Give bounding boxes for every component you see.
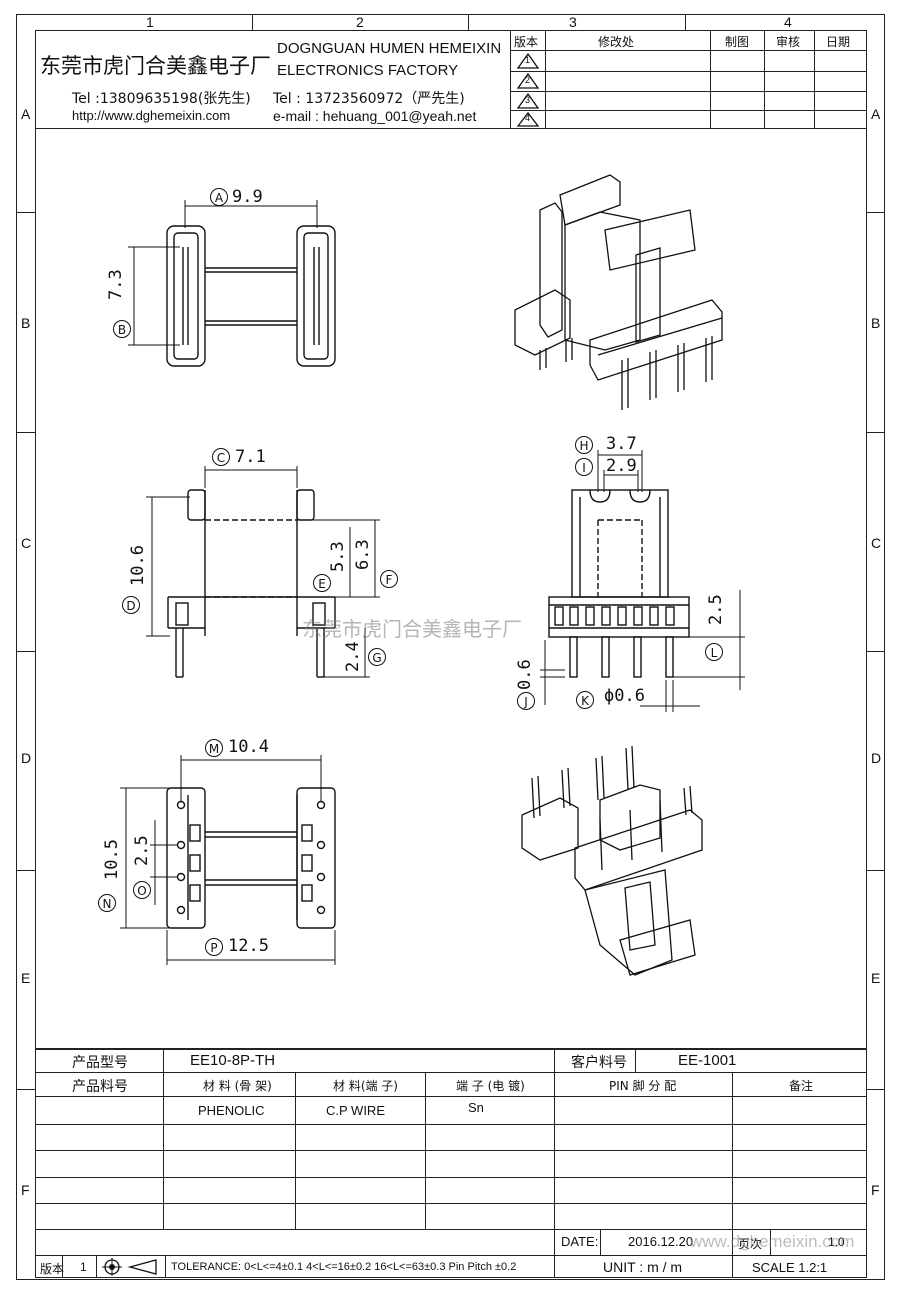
page-label: 页次 — [738, 1237, 763, 1251]
technical-drawing — [120, 174, 745, 976]
terminal-value: Sn — [468, 1100, 484, 1115]
material-pin-label: 材 料(端 子) — [333, 1079, 398, 1093]
rev-header-drawn: 制图 — [725, 35, 750, 49]
watermark-company: 东莞市虎门合美鑫电子厂 — [302, 617, 522, 641]
unit-label: UNIT : m / m — [603, 1259, 683, 1275]
dim-c-value: 7.1 — [235, 447, 266, 467]
grid-col-4: 4 — [784, 14, 792, 30]
grid-row-d-right: D — [871, 750, 882, 766]
tolerance-note: TOLERANCE: 0<L<=4±0.1 4<L<=16±0.2 16<L<=… — [171, 1261, 517, 1273]
grid-col-3: 3 — [569, 14, 577, 30]
grid-row-f-left: F — [21, 1182, 30, 1198]
view-front — [146, 466, 380, 678]
footer-version-label: 版本 — [40, 1262, 65, 1276]
dim-e-value: 5.3 — [328, 541, 348, 572]
dim-marker-e: E — [313, 574, 331, 592]
dim-k-value: ϕ0.6 — [604, 686, 645, 706]
rev-header-date: 日期 — [826, 35, 851, 49]
dim-marker-f: F — [380, 570, 398, 588]
customer-part-label: 客户料号 — [571, 1055, 627, 1071]
material-pin-value: C.P WIRE — [326, 1103, 385, 1118]
dim-marker-n: N — [98, 894, 116, 912]
rev-header-check: 审核 — [776, 35, 801, 49]
dim-g-value: 2.4 — [343, 641, 363, 672]
dim-b-value: 7.3 — [106, 269, 126, 300]
dim-marker-h: H — [575, 436, 593, 454]
isometric-view-bottom — [521, 745, 703, 976]
grid-col-1: 1 — [146, 14, 154, 30]
grid-row-b-left: B — [21, 315, 31, 331]
dim-p-value: 12.5 — [228, 936, 269, 956]
customer-part-value: EE-1001 — [678, 1052, 737, 1069]
grid-row-d-left: D — [21, 750, 32, 766]
dim-marker-i: I — [575, 458, 593, 476]
dim-marker-g: G — [368, 648, 386, 666]
rev-row-1: 1 — [525, 55, 531, 65]
website-link[interactable]: http://www.dghemeixin.com — [72, 108, 231, 123]
dim-marker-m: M — [205, 739, 223, 757]
pin-config-label: PIN 脚 分 配 — [609, 1079, 677, 1093]
material-bobbin-label: 材 料 (骨 架) — [203, 1079, 272, 1093]
dim-f-value: 6.3 — [353, 539, 373, 570]
view-bottom — [120, 755, 336, 965]
dim-m-value: 10.4 — [228, 737, 269, 757]
dim-a-value: 9.9 — [232, 187, 263, 207]
dim-marker-p: P — [205, 938, 223, 956]
dim-j-value: 0.6 — [515, 659, 535, 690]
projection-symbol-icon — [102, 1258, 157, 1276]
rev-row-3: 3 — [525, 95, 531, 105]
isometric-view-top — [514, 174, 723, 410]
grid-row-e-left: E — [21, 970, 31, 986]
part-no-label: 产品料号 — [72, 1079, 128, 1095]
revision-triangles — [516, 52, 540, 127]
rev-row-4: 4 — [525, 113, 531, 123]
dim-d-value: 10.6 — [128, 545, 148, 586]
outer-frame — [16, 14, 885, 1280]
dim-marker-o: O — [133, 881, 151, 899]
grid-row-c-right: C — [871, 535, 882, 551]
watermark-url: www.dghemeixin.com — [690, 1232, 855, 1251]
dim-marker-b: B — [113, 320, 131, 338]
company-name-en-2: ELECTRONICS FACTORY — [277, 62, 459, 79]
page-value: 1.0 — [828, 1235, 845, 1249]
dim-marker-c: C — [212, 448, 230, 466]
rev-header-version: 版本 — [514, 35, 539, 49]
dim-marker-d: D — [122, 596, 140, 614]
date-label: DATE: — [561, 1234, 599, 1249]
view-top — [128, 200, 336, 367]
date-value: 2016.12.20 — [628, 1234, 694, 1249]
footer-version-value: 1 — [80, 1260, 87, 1274]
tel-1: Tel :13809635198(张先生) — [72, 91, 251, 107]
dim-l-value: 2.5 — [706, 594, 726, 625]
grid-row-a-right: A — [871, 106, 881, 122]
dim-marker-l: L — [705, 643, 723, 661]
rev-row-2: 2 — [525, 75, 531, 85]
remark-label: 备注 — [789, 1079, 814, 1093]
grid-row-c-left: C — [21, 535, 32, 551]
model-value: EE10-8P-TH — [190, 1052, 276, 1069]
dim-h-value: 3.7 — [606, 434, 637, 454]
view-side — [540, 450, 745, 712]
scale-label: SCALE 1.2:1 — [752, 1260, 828, 1275]
dim-n-value: 10.5 — [102, 839, 122, 880]
grid-row-e-right: E — [871, 970, 881, 986]
dim-marker-a: A — [210, 188, 228, 206]
terminal-label: 端 子 (电 镀) — [456, 1079, 525, 1093]
grid-row-b-right: B — [871, 315, 881, 331]
company-name-cn: 东莞市虎门合美鑫电子厂 — [40, 54, 271, 78]
model-label: 产品型号 — [72, 1055, 128, 1071]
tel-2: Tel : 13723560972（严先生) — [273, 91, 465, 107]
grid-row-a-left: A — [21, 106, 31, 122]
material-bobbin-value: PHENOLIC — [198, 1103, 265, 1118]
dim-o-value: 2.5 — [132, 835, 152, 866]
email-link[interactable]: e-mail : hehuang_001@yeah.net — [273, 108, 477, 124]
grid-col-2: 2 — [356, 14, 364, 30]
dim-i-value: 2.9 — [606, 456, 637, 476]
rev-header-change: 修改处 — [598, 35, 635, 49]
company-name-en-1: DOGNGUAN HUMEN HEMEIXIN — [277, 40, 502, 57]
grid-row-f-right: F — [871, 1182, 880, 1198]
dim-marker-k: K — [576, 691, 594, 709]
dim-marker-j: J — [517, 692, 535, 710]
